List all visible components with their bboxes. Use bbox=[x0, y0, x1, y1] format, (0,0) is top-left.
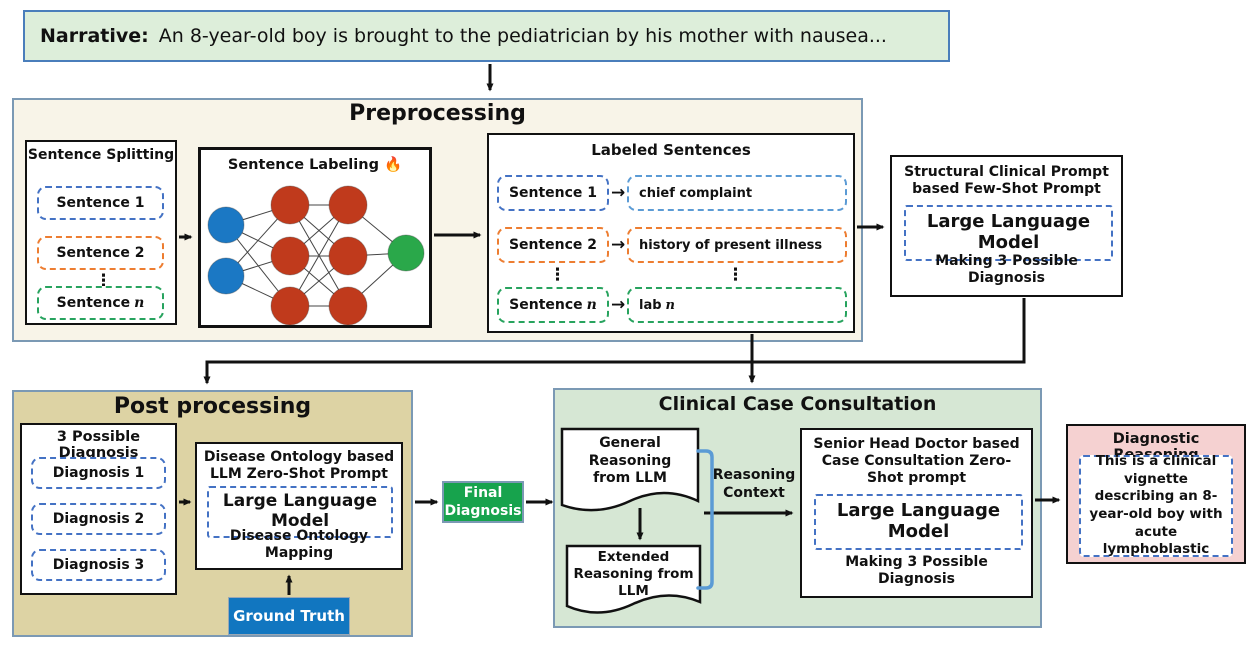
narrative-text: An 8-year-old boy is brought to the pedi… bbox=[158, 25, 887, 47]
output-node bbox=[387, 234, 425, 272]
row3-label-var: n bbox=[665, 297, 675, 313]
general-reasoning-doc: General Reasoning from LLM bbox=[560, 427, 700, 527]
row3-label: lab bbox=[639, 297, 662, 313]
narrative-banner: Narrative: An 8-year-old boy is brought … bbox=[23, 10, 950, 62]
sentence-n-var: n bbox=[134, 295, 145, 311]
vertical-dots-icon: ⋮ bbox=[95, 271, 112, 291]
row2-sentence: Sentence 2 bbox=[508, 237, 598, 253]
hidden-node bbox=[328, 236, 368, 276]
row1-label: chief complaint bbox=[639, 185, 753, 201]
disease-ontology-llm-box: Large Language Model bbox=[207, 486, 393, 538]
senior-doctor-llm-box: Large Language Model bbox=[814, 494, 1023, 550]
diagnosis-2-label: Diagnosis 2 bbox=[52, 511, 145, 527]
general-reasoning-text: General Reasoning from LLM bbox=[588, 435, 672, 486]
input-node bbox=[207, 206, 245, 244]
extended-reasoning-text: Extended Reasoning from LLM bbox=[573, 549, 694, 599]
clinical-consultation-title: Clinical Case Consultation bbox=[658, 393, 937, 415]
diagnosis-3-label: Diagnosis 3 bbox=[52, 557, 145, 573]
row3-sentence-var: n bbox=[586, 297, 597, 313]
diagnosis-1-label: Diagnosis 1 bbox=[52, 465, 145, 481]
ground-truth-label: Ground Truth bbox=[233, 607, 345, 625]
sentence-2-item: Sentence 2 bbox=[37, 236, 164, 270]
sentence-n-item: Sentence n bbox=[37, 286, 164, 320]
hidden-node bbox=[270, 185, 310, 225]
fire-icon: 🔥 bbox=[384, 157, 403, 173]
final-diagnosis-label: Final Diagnosis bbox=[444, 484, 522, 519]
ground-truth-box: Ground Truth bbox=[228, 597, 350, 635]
post-processing-title: Post processing bbox=[113, 394, 312, 419]
vertical-dots-icon: ⋮ bbox=[727, 265, 744, 285]
structural-prompt-box: Structural Clinical Prompt based Few-Sho… bbox=[890, 155, 1123, 297]
neural-network-graphic bbox=[207, 185, 425, 326]
possible-diagnosis-box: 3 Possible Diagnosis Diagnosis 1 Diagnos… bbox=[20, 423, 177, 595]
diagnosis-3-item: Diagnosis 3 bbox=[31, 549, 166, 581]
sentence-1-item: Sentence 1 bbox=[37, 186, 164, 220]
input-node bbox=[207, 257, 245, 295]
structural-prompt-footer: Making 3 Possible Diagnosis bbox=[935, 253, 1078, 287]
row2-label: history of present illness bbox=[639, 237, 823, 253]
disease-ontology-header: Disease Ontology based LLM Zero-Shot Pro… bbox=[203, 449, 395, 482]
sentence-splitting-box: Sentence Splitting Sentence 1 Sentence 2… bbox=[25, 140, 177, 325]
preprocessing-title: Preprocessing bbox=[349, 101, 526, 126]
labeled-row-sentence: Sentence 1 bbox=[497, 175, 609, 211]
labeled-row-label: history of present illness bbox=[627, 227, 847, 263]
disease-ontology-footer: Disease Ontology Mapping bbox=[229, 528, 369, 562]
row1-sentence: Sentence 1 bbox=[508, 185, 598, 201]
labeled-row-sentence: Sentence n bbox=[497, 287, 609, 323]
narrative-label: Narrative: bbox=[40, 25, 149, 47]
labeled-sentences-box: Labeled Sentences Sentence 1 → chief com… bbox=[487, 133, 855, 333]
diagnostic-reasoning-box: Diagnostic Reasoning This is a clinical … bbox=[1066, 424, 1246, 564]
hidden-node bbox=[270, 286, 310, 326]
labeled-row-label: lab n bbox=[627, 287, 847, 323]
diagnosis-2-item: Diagnosis 2 bbox=[31, 503, 166, 535]
hidden-node bbox=[270, 236, 310, 276]
hidden-node bbox=[328, 185, 368, 225]
diagnostic-reasoning-inner: This is a clinical vignette describing a… bbox=[1079, 453, 1233, 557]
arrow-right-icon: → bbox=[611, 295, 626, 315]
arrow-right-icon: → bbox=[611, 183, 626, 203]
diagnostic-reasoning-text: This is a clinical vignette describing a… bbox=[1089, 453, 1223, 558]
senior-doctor-header: Senior Head Doctor based Case Consultati… bbox=[813, 436, 1020, 486]
sentence-2-label: Sentence 2 bbox=[56, 245, 145, 261]
sentence-n-label: Sentence bbox=[56, 295, 131, 311]
row3-sentence: Sentence bbox=[509, 297, 583, 313]
diagnosis-1-item: Diagnosis 1 bbox=[31, 457, 166, 489]
structural-llm-label: Large Language Model bbox=[926, 211, 1091, 253]
sentence-labeling-box: Sentence Labeling 🔥 bbox=[198, 147, 432, 328]
structural-llm-box: Large Language Model bbox=[904, 205, 1113, 261]
sentence-labeling-text: Sentence Labeling bbox=[227, 157, 379, 173]
sentence-1-label: Sentence 1 bbox=[56, 195, 145, 211]
document-shape bbox=[560, 427, 700, 512]
sentence-splitting-title: Sentence Splitting bbox=[27, 147, 175, 163]
vertical-dots-icon: ⋮ bbox=[549, 265, 566, 285]
senior-doctor-footer: Making 3 Possible Diagnosis bbox=[845, 554, 988, 588]
disease-ontology-llm-label: Large Language Model bbox=[222, 491, 378, 531]
extended-reasoning-doc: Extended Reasoning from LLM bbox=[565, 544, 702, 624]
hidden-node bbox=[328, 286, 368, 326]
sentence-labeling-title: Sentence Labeling 🔥 bbox=[201, 156, 429, 173]
senior-doctor-llm-label: Large Language Model bbox=[836, 500, 1001, 542]
structural-prompt-header: Structural Clinical Prompt based Few-Sho… bbox=[904, 164, 1109, 197]
labeled-row-label: chief complaint bbox=[627, 175, 847, 211]
senior-doctor-box: Senior Head Doctor based Case Consultati… bbox=[800, 428, 1033, 598]
arrow-right-icon: → bbox=[611, 235, 626, 255]
document-shape bbox=[565, 544, 702, 614]
disease-ontology-box: Disease Ontology based LLM Zero-Shot Pro… bbox=[195, 442, 403, 570]
reasoning-context-label: Reasoning Context bbox=[712, 467, 796, 502]
final-diagnosis-box: Final Diagnosis bbox=[442, 481, 524, 523]
labeled-sentences-title: Labeled Sentences bbox=[591, 141, 751, 159]
labeled-row-sentence: Sentence 2 bbox=[497, 227, 609, 263]
